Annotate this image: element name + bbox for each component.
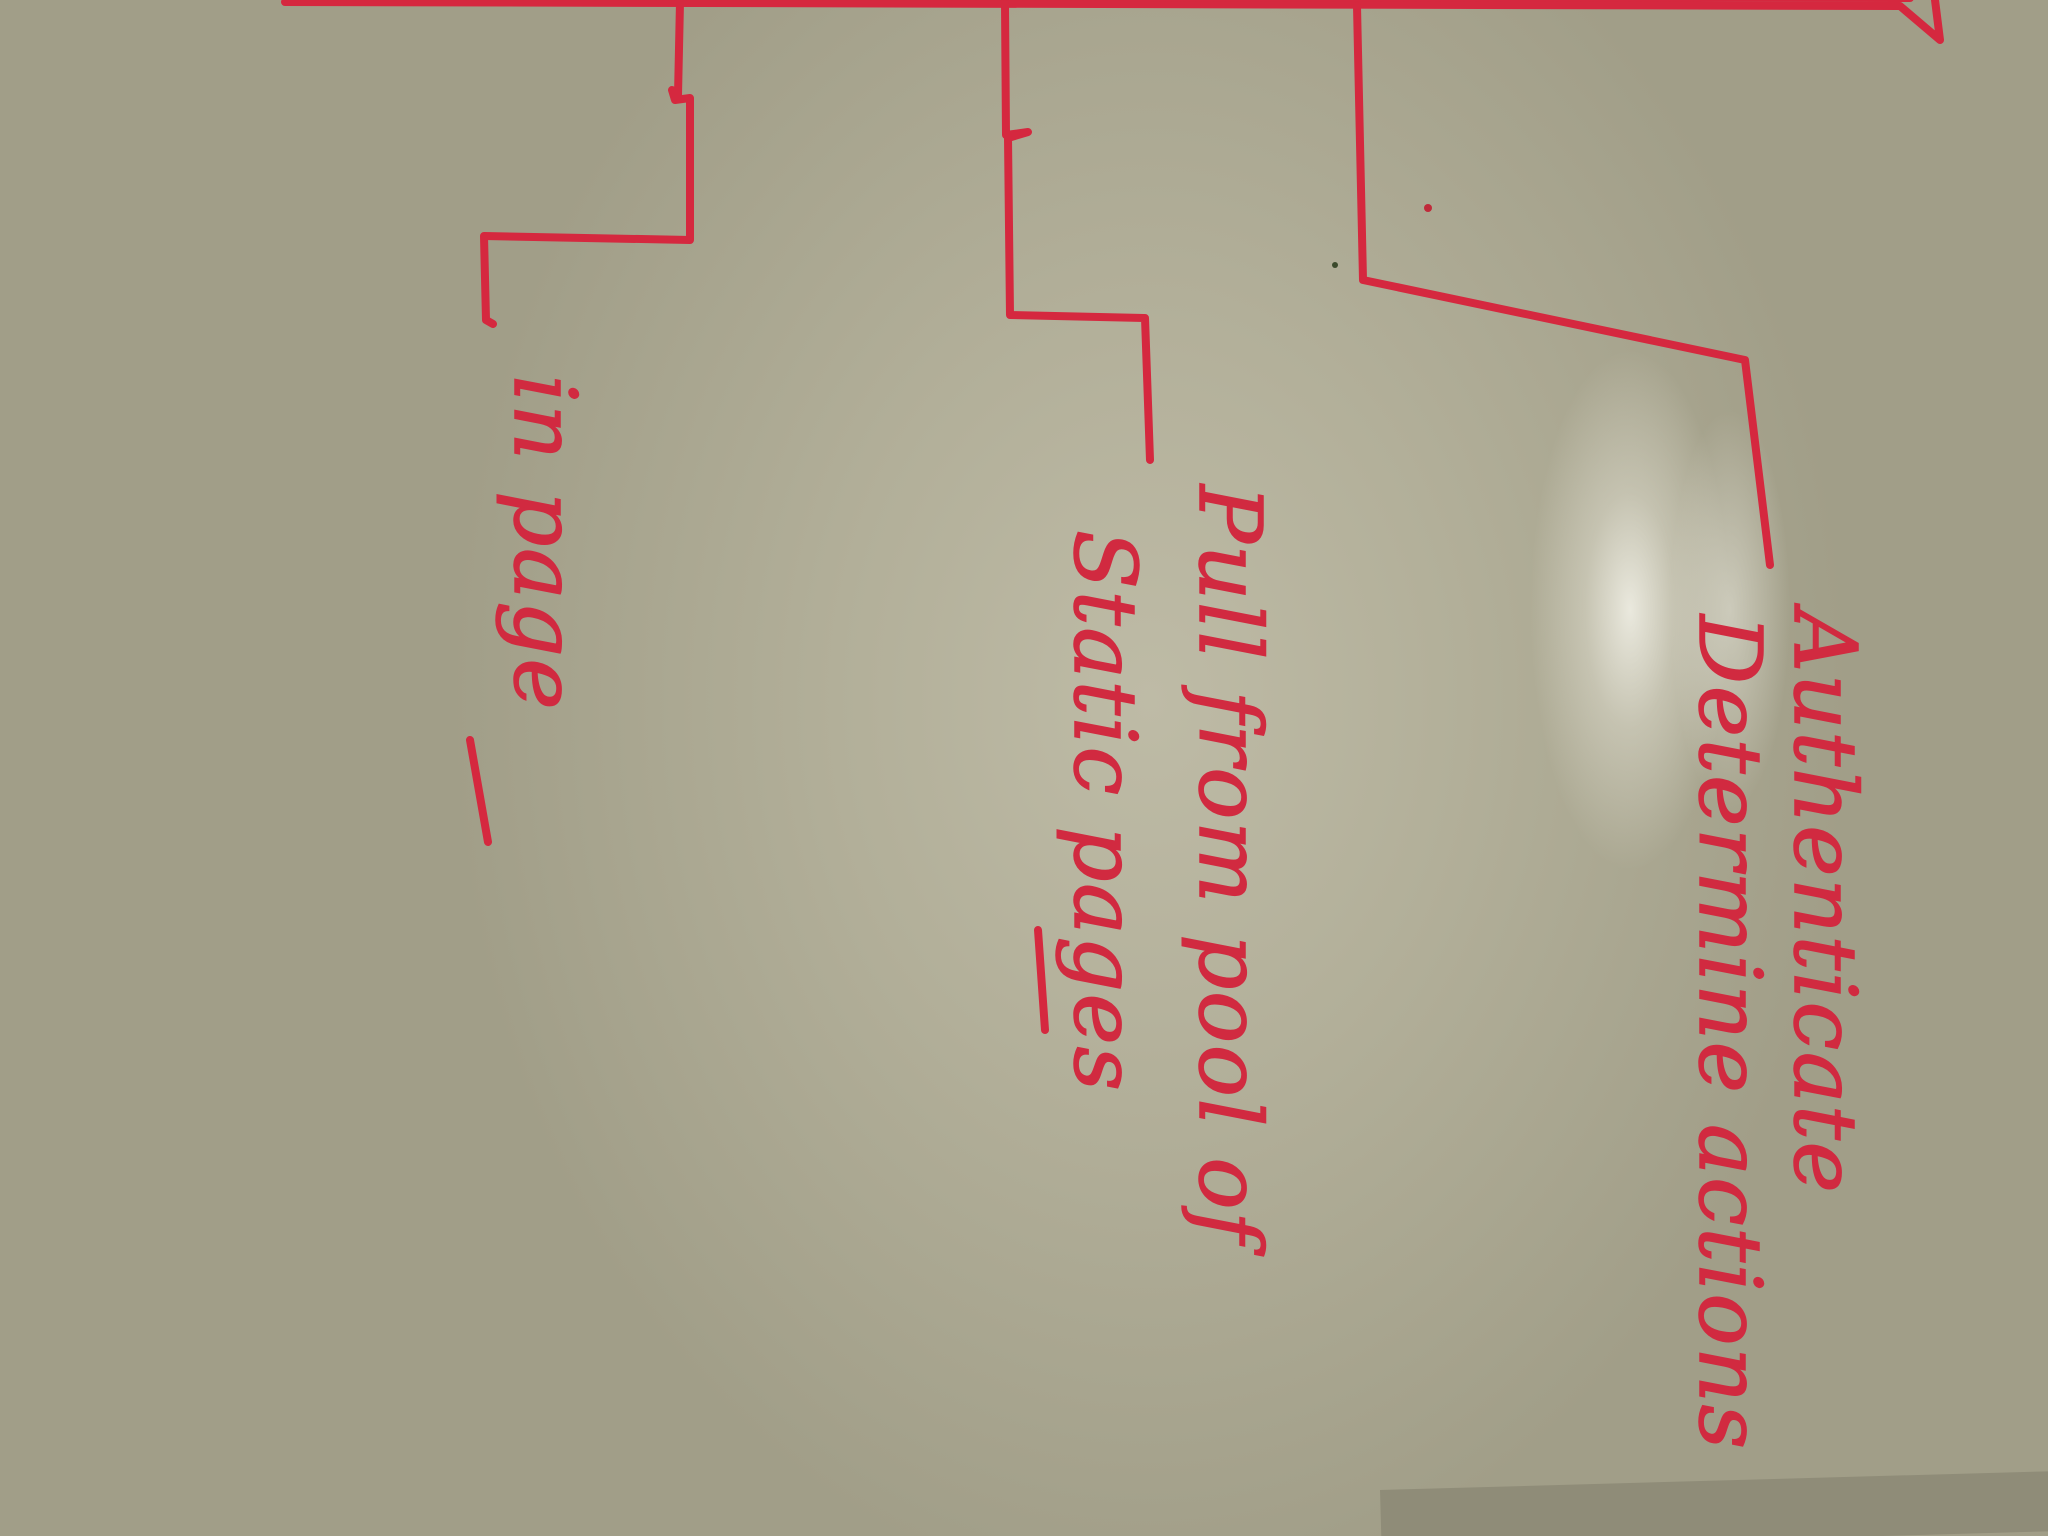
- top-connector-line: [281, 0, 1944, 44]
- branch-left-text-1: in page: [494, 375, 594, 712]
- branch-left-connector: [480, 0, 694, 328]
- marker-dot: [1424, 204, 1432, 212]
- underline-stroke-left: [466, 736, 492, 846]
- label-static-pages: Static pages: [1053, 529, 1155, 1093]
- light-glare-secondary: [1650, 380, 1810, 840]
- branch-right-text-1: Authenticate: [1774, 603, 1874, 1195]
- branch-right-connector: [1353, 2, 1774, 569]
- branch-right-text-2: Determine actions: [1679, 613, 1779, 1451]
- branch-middle-connector: [1001, 0, 1154, 464]
- branch-middle-text-2: Static pages: [1054, 530, 1154, 1093]
- label-determine-actions: Determine actions: [1678, 612, 1780, 1451]
- underline-stroke-middle: [1034, 926, 1049, 1034]
- branch-middle-text-1: Pull from pool of: [1179, 483, 1279, 1256]
- label-pull-from-pool: Pull from pool of: [1178, 482, 1280, 1257]
- label-authenticate: Authenticate: [1773, 602, 1875, 1195]
- marker-dot: [1332, 262, 1338, 268]
- label-in-page: in page: [493, 374, 595, 712]
